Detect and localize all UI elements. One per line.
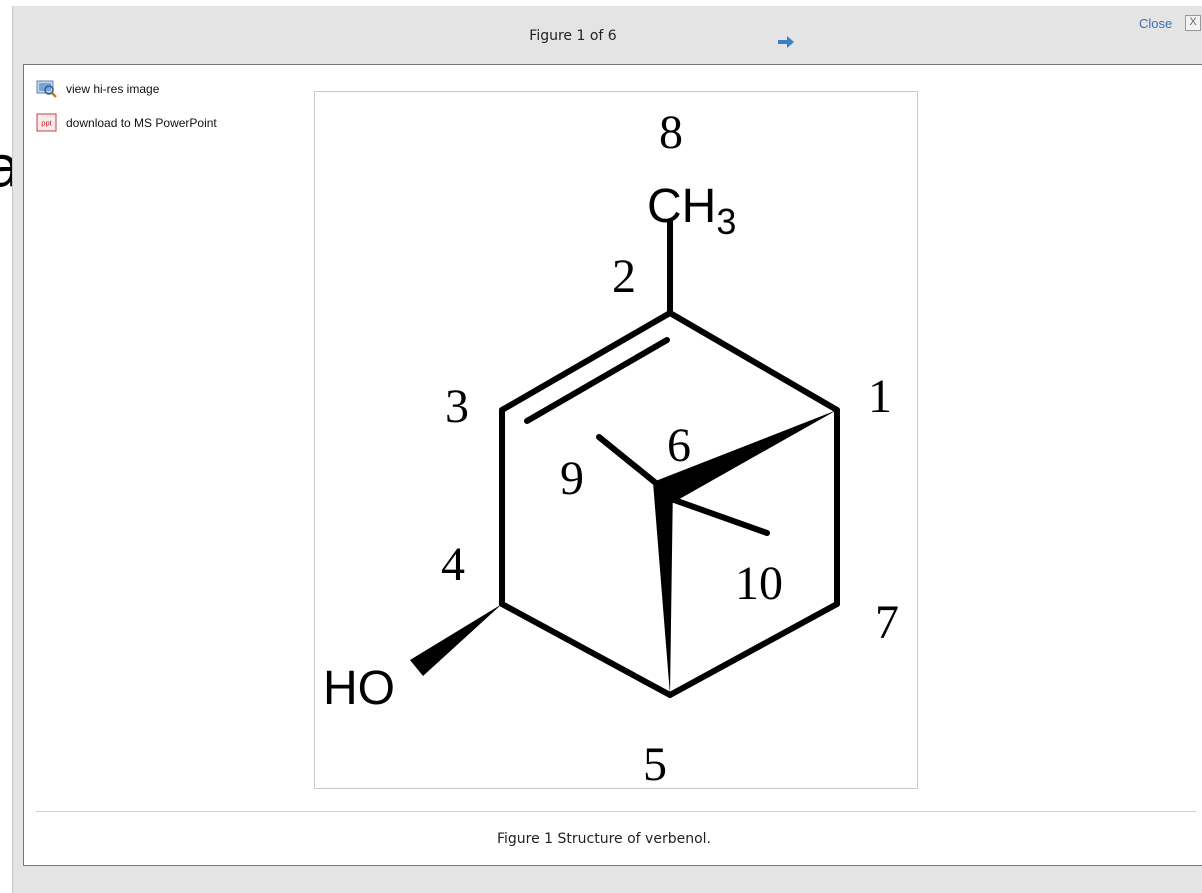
close-icon[interactable]: X	[1185, 15, 1201, 31]
next-figure-arrow-icon[interactable]	[777, 35, 795, 49]
caption-divider	[36, 811, 1196, 812]
bond-c6-c10	[660, 493, 770, 536]
bond-c2-c3	[499, 310, 673, 413]
figure-image: 8 2 3 1 6 9 4 10 7 5 CH3 HO	[314, 91, 918, 789]
atom-label-9: 9	[560, 452, 584, 505]
atom-label-3: 3	[445, 380, 469, 433]
atom-label-2: 2	[612, 250, 636, 303]
atom-label-7: 7	[875, 596, 899, 649]
atom-label-6: 6	[667, 419, 691, 472]
bond-c5-c7	[667, 601, 840, 698]
figure-content-panel: view hi-res image ppt download to MS Pow…	[23, 64, 1202, 866]
atom-label-8: 8	[659, 106, 683, 159]
bond-c2-c1	[667, 310, 840, 413]
methyl-ch: CH	[647, 180, 716, 233]
wedge-bond-c4-oh	[410, 604, 502, 676]
download-powerpoint-label: download to MS PowerPoint	[66, 116, 217, 130]
figure-caption: Figure 1 Structure of verbenol.	[496, 831, 711, 847]
dialog-header: Figure 1 of 6 Close X	[13, 6, 1202, 64]
atom-label-1: 1	[868, 370, 892, 423]
wedge-bond-c5-c6	[653, 482, 673, 695]
ppt-badge-text: ppt	[41, 119, 52, 128]
hydroxyl-label: HO	[323, 662, 395, 715]
verbenol-structure-diagram: 8 2 3 1 6 9 4 10 7 5 CH3 HO	[323, 106, 899, 788]
atom-label-4: 4	[441, 538, 465, 591]
backdrop-page: a	[0, 0, 20, 893]
close-link[interactable]: Close	[1139, 16, 1173, 31]
download-powerpoint-link[interactable]: ppt download to MS PowerPoint	[36, 113, 217, 133]
bond-c4-c5	[499, 601, 673, 698]
bond-c6-c9	[596, 434, 660, 487]
wedge-bond-c1-c6	[653, 410, 837, 506]
bond-lines	[499, 218, 840, 698]
methyl-group-label: CH3	[647, 180, 736, 242]
atom-label-5: 5	[643, 738, 667, 788]
atom-label-10: 10	[735, 557, 783, 610]
bond-c2-c3-double	[524, 337, 670, 424]
figure-counter: Figure 1 of 6	[529, 28, 617, 44]
figure-viewer-dialog: Figure 1 of 6 Close X view hi-res image	[12, 6, 1202, 893]
view-hires-image-label: view hi-res image	[66, 82, 160, 96]
methyl-subscript: 3	[716, 201, 736, 242]
view-hires-image-link[interactable]: view hi-res image	[36, 79, 159, 99]
ppt-file-icon: ppt	[36, 113, 57, 132]
magnifier-image-icon	[36, 80, 57, 98]
